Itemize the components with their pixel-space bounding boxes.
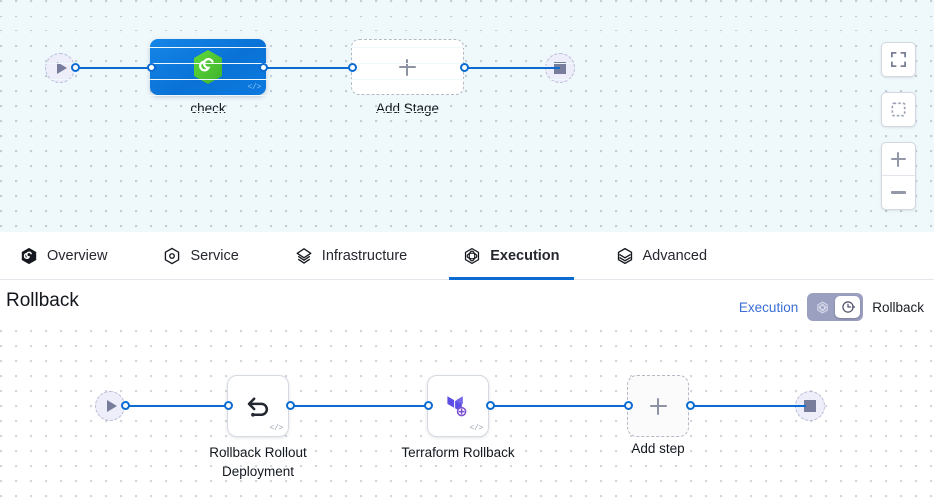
terraform-icon <box>447 396 467 417</box>
service-hexagon-icon <box>165 247 180 264</box>
stage-label-check: check <box>190 101 226 116</box>
add-stage-input-port[interactable] <box>348 63 357 72</box>
add-step-input-port[interactable] <box>624 401 633 410</box>
minus-icon <box>891 191 906 194</box>
play-icon <box>56 62 67 74</box>
stage-tab-bar: Overview Service Infrastructure <box>0 232 934 280</box>
toggle-right-label[interactable]: Rollback <box>872 299 924 315</box>
pipeline-start-circle <box>45 53 75 83</box>
tab-infrastructure[interactable]: Infrastructure <box>293 232 409 279</box>
tab-infrastructure-label: Infrastructure <box>321 247 408 264</box>
add-stage-output-port[interactable] <box>460 63 469 72</box>
rollout-output-port[interactable] <box>286 401 295 410</box>
check-output-port[interactable] <box>259 63 268 72</box>
dashed-square-icon <box>891 102 906 117</box>
advanced-layers-icon <box>617 247 632 264</box>
tab-service[interactable]: Service <box>161 232 240 279</box>
rollback-arrow-icon <box>247 396 268 417</box>
tab-advanced[interactable]: Advanced <box>614 232 710 279</box>
step-rollback-rollout-body[interactable]: </> <box>227 375 289 437</box>
page-title: Rollback <box>6 290 79 311</box>
code-badge: </> <box>469 424 483 433</box>
plus-icon <box>649 397 667 415</box>
tab-execution[interactable]: Execution <box>449 232 574 280</box>
pipeline-start-node[interactable] <box>45 53 75 83</box>
rollback-clock-icon <box>842 301 855 313</box>
stop-icon <box>804 400 816 412</box>
terraform-input-port[interactable] <box>424 401 433 410</box>
step-label-rollback-rollout-deployment: Rollback Rollout Deployment <box>209 445 307 480</box>
add-step-box[interactable] <box>627 375 689 437</box>
tab-overview-label: Overview <box>47 247 108 264</box>
zoom-controls <box>881 142 916 210</box>
step-node-terraform-rollback[interactable]: </> Terraform Rollback <box>401 375 515 460</box>
tab-service-label: Service <box>190 247 239 264</box>
add-step-node[interactable]: Add step <box>627 375 689 456</box>
fit-to-screen-button[interactable] <box>881 42 916 77</box>
step-terraform-rollback-body[interactable]: </> <box>427 375 489 437</box>
execution-icon <box>817 300 828 314</box>
plus-icon <box>891 151 906 167</box>
step-label-terraform-rollback: Terraform Rollback <box>401 445 515 460</box>
edge-check-to-addstage <box>262 67 354 69</box>
add-step-output-port[interactable] <box>686 401 695 410</box>
play-icon <box>106 400 117 412</box>
toggle-left-label[interactable]: Execution <box>738 299 799 315</box>
select-area-button[interactable] <box>881 92 916 127</box>
zoom-in-button[interactable] <box>882 143 915 176</box>
stop-icon <box>554 62 566 74</box>
step-node-rollback-rollout-deployment[interactable]: </> Rollback Rollout Deployment <box>209 375 307 479</box>
add-step-label: Add step <box>631 441 685 456</box>
rollback-header: Rollback Execution <box>0 281 934 330</box>
start-output-port[interactable] <box>71 63 80 72</box>
execution-icon <box>465 247 480 264</box>
check-input-port[interactable] <box>147 63 156 72</box>
canvas-controls <box>881 42 916 210</box>
edge-rollout-to-terraform <box>288 405 430 407</box>
add-stage-node[interactable]: Add Stage <box>351 39 464 116</box>
add-stage-box[interactable] <box>351 39 464 95</box>
edge-start-to-rollback-rollout <box>125 405 230 407</box>
stage-node-check[interactable]: </> check <box>150 39 266 116</box>
edge-terraform-to-addstep <box>488 405 630 407</box>
add-stage-label: Add Stage <box>375 101 440 116</box>
execution-rollback-toggle-row: Execution Rollback <box>739 293 924 321</box>
expand-icon <box>890 51 907 68</box>
code-badge: </> <box>247 83 261 92</box>
tab-overview[interactable]: Overview <box>18 232 109 279</box>
rollback-start-output-port[interactable] <box>121 401 130 410</box>
zoom-out-button[interactable] <box>882 176 915 209</box>
terraform-output-port[interactable] <box>486 401 495 410</box>
canvas-dot-grid <box>0 0 934 232</box>
harness-hexagon-icon <box>194 50 222 84</box>
infrastructure-layers-icon <box>296 247 312 264</box>
rollout-input-port[interactable] <box>224 401 233 410</box>
plus-icon <box>399 58 416 76</box>
stage-canvas[interactable]: </> check Add Stage <box>0 0 934 232</box>
tab-execution-label: Execution <box>490 247 560 264</box>
edge-addstep-to-end <box>688 405 806 407</box>
execution-rollback-switch[interactable] <box>807 293 864 321</box>
tab-advanced-label: Advanced <box>642 247 708 264</box>
edge-start-to-check <box>75 67 157 69</box>
code-badge: </> <box>269 424 283 433</box>
toggle-option-rollback[interactable] <box>835 296 861 318</box>
rollback-canvas[interactable]: </> Rollback Rollout Deployment </ <box>0 330 934 500</box>
stage-check-body[interactable]: </> <box>150 39 266 95</box>
edge-addstage-to-end <box>462 67 560 69</box>
overview-hexagon-icon <box>21 247 37 264</box>
toggle-option-execution[interactable] <box>810 296 835 318</box>
